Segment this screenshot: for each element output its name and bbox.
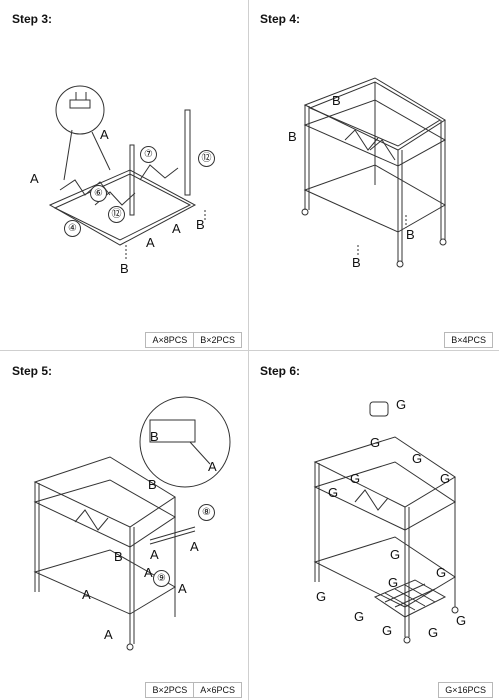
part-label-b: B [406,227,415,242]
part-label-g: G [440,471,451,486]
part-number: ⑫ [198,150,215,167]
part-count: B×2PCS [193,332,242,348]
part-label-b: B [196,217,205,232]
step-title: Step 4: [260,12,301,26]
part-number: ⑦ [140,146,157,163]
parts-count: G×16PCS [438,682,493,698]
part-label-g: G [428,625,439,640]
part-label-g: G [354,609,365,624]
part-count: G×16PCS [438,682,493,698]
part-label-g: G [382,623,393,638]
part-label-a: A [208,459,217,474]
part-label-g: G [390,547,401,562]
parts-count: B×2PCS A×6PCS [145,682,242,698]
part-label-b: B [120,261,129,276]
step-4-illustration [301,77,447,268]
part-label-a: A [172,221,181,236]
part-count: B×4PCS [444,332,493,348]
part-label-g: G [388,575,399,590]
part-number: ⑫ [108,206,125,223]
part-label-a: A [178,581,187,596]
step-title: Step 6: [260,364,301,378]
parts-count: A×8PCS B×2PCS [145,332,242,348]
part-label-g: G [316,589,327,604]
part-count: A×8PCS [145,332,195,348]
step-title: Step 5: [12,364,53,378]
part-label-b: B [114,549,123,564]
part-label-a: A [100,127,109,142]
part-label-a: A [82,587,91,602]
part-number: ④ [64,220,81,237]
part-label-b: B [352,255,361,270]
step-3-panel: Step 3: A A A A B B ⑦ ⑫ ⑥ [0,0,248,350]
part-label-a: A [150,547,159,562]
part-label-a: A [30,171,39,186]
part-label-b: B [150,429,159,444]
step-5-illustration [33,396,231,651]
part-label-g: G [350,471,361,486]
part-label-g: G [370,435,381,450]
step-6-illustration [313,401,459,644]
part-label-b: B [148,477,157,492]
part-label-a: A [104,627,113,642]
part-label-b: B [332,93,341,108]
part-number: ⑧ [198,504,215,521]
part-label-g: G [456,613,467,628]
part-label-a: A [144,565,153,580]
part-number: ⑥ [90,185,107,202]
part-label-g: G [412,451,423,466]
step-3-illustration [48,85,206,260]
part-label-a: A [190,539,199,554]
part-count: A×6PCS [193,682,242,698]
part-label-g: G [436,565,447,580]
step-5-panel: Step 5: B A B A A A A A B A ⑧ ⑨ B×2PCS A… [0,352,248,700]
part-number: ⑨ [153,570,170,587]
step-6-panel: Step 6: G G G G G G G G G G G [250,352,499,700]
part-label-a: A [146,235,155,250]
part-count: B×2PCS [145,682,195,698]
panel-divider-horizontal [0,350,499,351]
step-4-panel: Step 4: B B B B B×4PCS [250,0,499,350]
parts-count: B×4PCS [444,332,493,348]
part-label-g: G [328,485,339,500]
part-label-g: G [396,397,407,412]
step-title: Step 3: [12,12,53,26]
part-label-b: B [288,129,297,144]
